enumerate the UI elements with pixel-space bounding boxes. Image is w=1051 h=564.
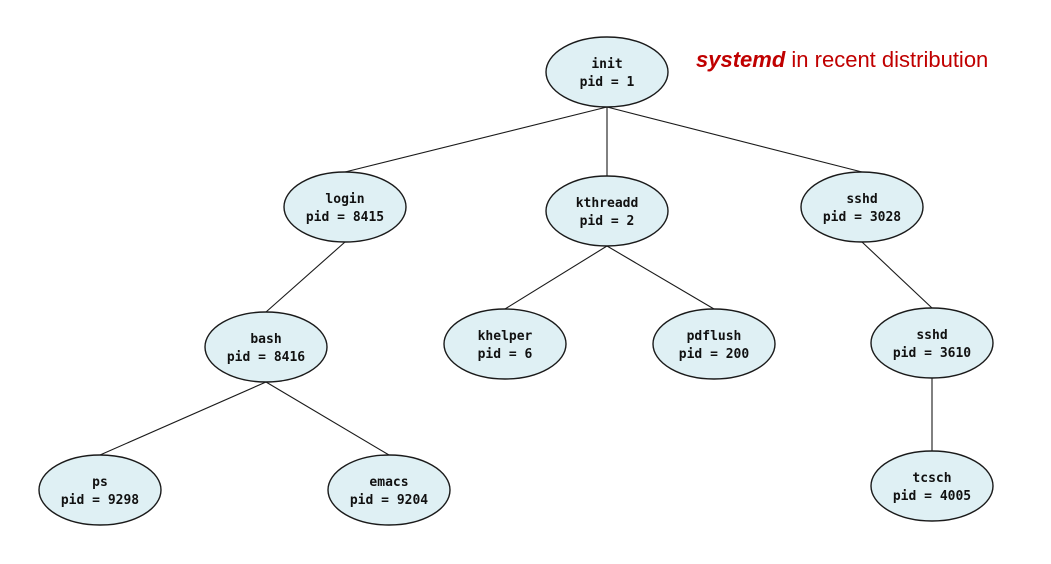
systemd-note-emphasis: systemd <box>696 47 786 72</box>
edge-init-sshd1 <box>606 106 863 173</box>
process-node-bash: bash pid = 8416 <box>204 311 328 383</box>
edge-login-bash <box>265 241 346 313</box>
node-ellipse <box>652 308 776 380</box>
edge-bash-emacs <box>265 381 390 456</box>
process-pid: pid = 3610 <box>893 346 971 361</box>
node-ellipse <box>327 454 451 526</box>
edge-kthreadd-khelper <box>504 245 608 310</box>
process-node-login: login pid = 8415 <box>283 171 407 243</box>
process-name: emacs <box>369 475 408 490</box>
process-name: pdflush <box>687 329 742 344</box>
process-pid: pid = 3028 <box>823 210 901 225</box>
process-node-sshd1: sshd pid = 3028 <box>800 171 924 243</box>
process-name: ps <box>92 475 108 490</box>
process-pid: pid = 200 <box>679 347 750 362</box>
node-ellipse <box>870 450 994 522</box>
process-name: tcsch <box>912 471 951 486</box>
process-name: login <box>325 192 364 207</box>
edge-bash-ps <box>99 381 267 456</box>
process-node-kthreadd: kthreadd pid = 2 <box>545 175 669 247</box>
process-pid: pid = 8416 <box>227 350 305 365</box>
process-pid: pid = 9298 <box>61 493 139 508</box>
process-pid: pid = 8415 <box>306 210 384 225</box>
node-ellipse <box>800 171 924 243</box>
process-node-tcsch: tcsch pid = 4005 <box>870 450 994 522</box>
node-ellipse <box>545 175 669 247</box>
node-ellipse <box>545 36 669 108</box>
process-pid: pid = 9204 <box>350 493 428 508</box>
process-pid: pid = 4005 <box>893 489 971 504</box>
tree-nodes: init pid = 1 login pid = 8415 kthreadd pid = … <box>38 36 994 526</box>
edge-kthreadd-pdflush <box>606 245 715 310</box>
process-name: kthreadd <box>576 196 639 211</box>
process-node-khelper: khelper pid = 6 <box>443 308 567 380</box>
process-name: khelper <box>478 329 533 344</box>
node-ellipse <box>283 171 407 243</box>
process-node-emacs: emacs pid = 9204 <box>327 454 451 526</box>
edge-init-login <box>344 106 608 173</box>
process-node-init: init pid = 1 <box>545 36 669 108</box>
process-node-sshd2: sshd pid = 3610 <box>870 307 994 379</box>
systemd-note-text: in recent distribution <box>791 47 989 72</box>
process-pid: pid = 1 <box>580 75 635 90</box>
process-node-ps: ps pid = 9298 <box>38 454 162 526</box>
process-pid: pid = 2 <box>580 214 635 229</box>
tree-edges <box>99 106 933 456</box>
process-name: init <box>591 57 622 72</box>
systemd-note: systemd in recent distribution <box>696 47 988 73</box>
process-name: sshd <box>846 192 877 207</box>
edge-sshd1-sshd2 <box>861 241 933 309</box>
process-name: bash <box>250 332 281 347</box>
process-node-pdflush: pdflush pid = 200 <box>652 308 776 380</box>
node-ellipse <box>38 454 162 526</box>
node-ellipse <box>443 308 567 380</box>
node-ellipse <box>870 307 994 379</box>
process-name: sshd <box>916 328 947 343</box>
node-ellipse <box>204 311 328 383</box>
process-pid: pid = 6 <box>478 347 533 362</box>
